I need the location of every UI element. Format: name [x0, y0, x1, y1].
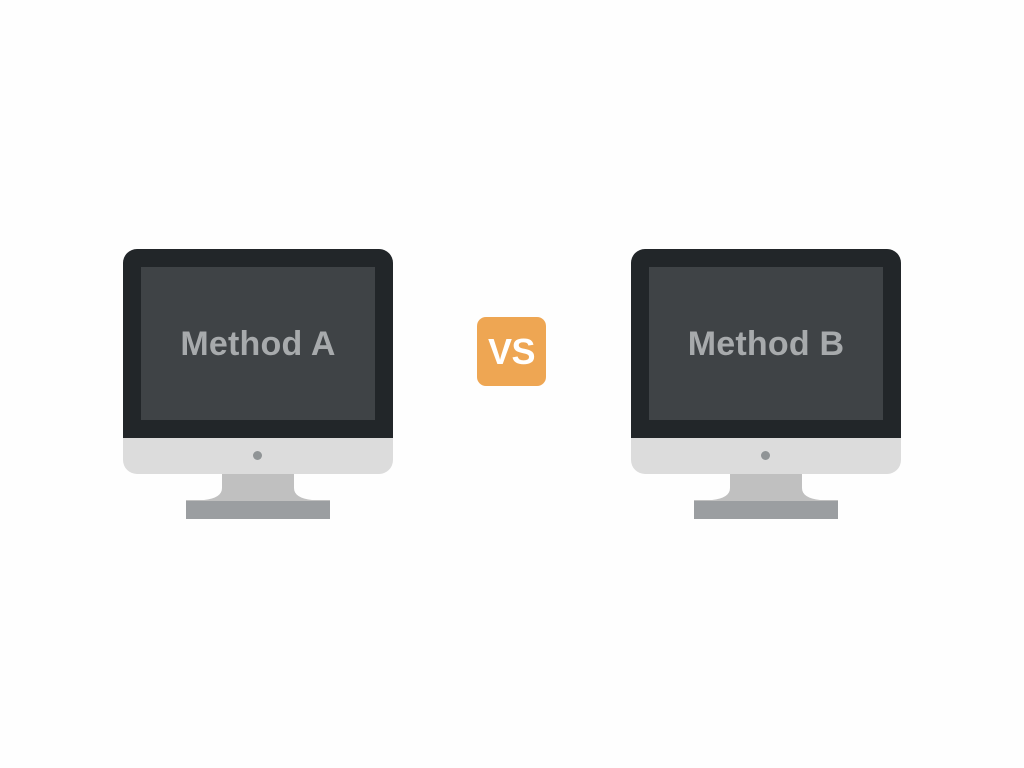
monitor-stand [186, 474, 330, 501]
vs-badge: VS [477, 317, 546, 386]
monitor-screen: Method B [649, 267, 883, 420]
monitor-chin [631, 438, 901, 474]
monitor-method-a: Method A [123, 249, 393, 519]
monitor-bezel: Method B [631, 249, 901, 438]
monitor-base [186, 501, 330, 519]
monitor-chin [123, 438, 393, 474]
power-indicator-icon [761, 451, 770, 460]
method-a-label: Method A [180, 325, 336, 363]
monitor-bezel: Method A [123, 249, 393, 438]
monitor-method-b: Method B [631, 249, 901, 519]
vs-label: VS [487, 330, 536, 372]
monitor-stand [694, 474, 838, 501]
power-indicator-icon [253, 451, 262, 460]
monitor-screen: Method A [141, 267, 375, 420]
monitor-base [694, 501, 838, 519]
method-b-label: Method B [687, 325, 845, 363]
